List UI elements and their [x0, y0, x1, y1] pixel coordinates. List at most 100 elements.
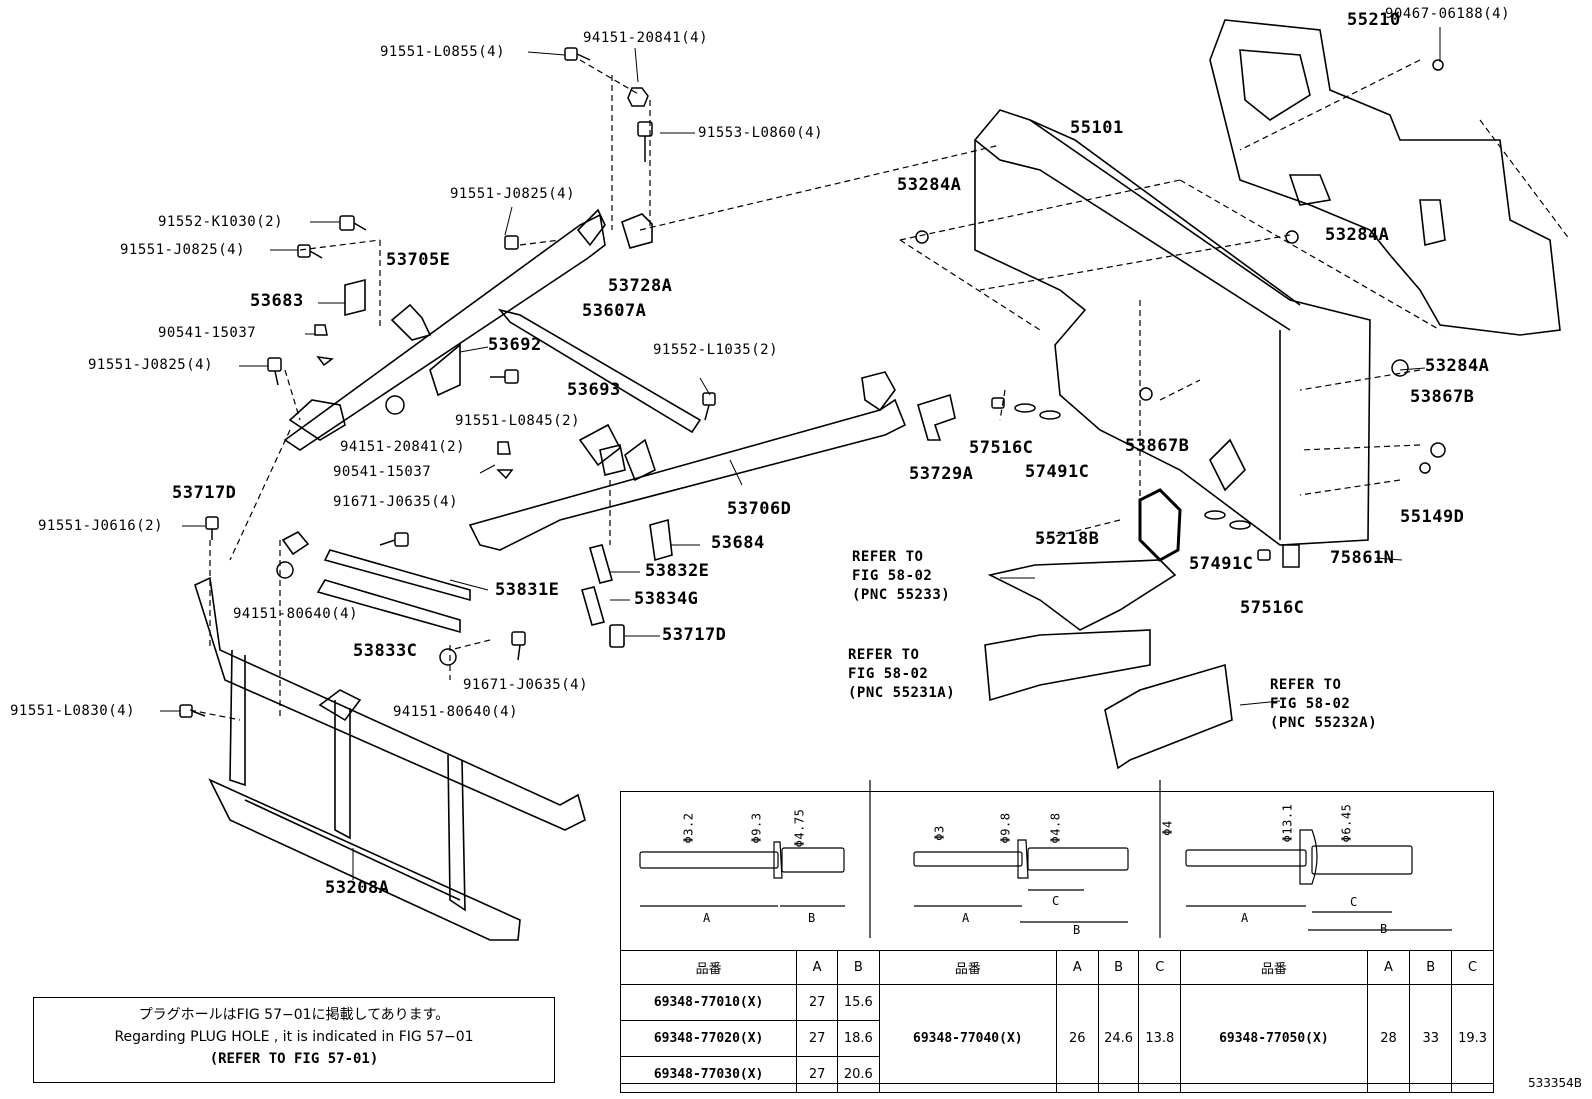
g2-c: 13.8: [1138, 984, 1182, 1093]
label-53831E[interactable]: 53831E: [495, 580, 560, 600]
note-line-refer: (REFER TO FIG 57-01): [209, 1051, 379, 1067]
grommet-55218B: [1138, 488, 1182, 562]
g2-a: 26: [1055, 984, 1099, 1093]
label-53607A[interactable]: 53607A: [582, 301, 647, 321]
label-53867B-a[interactable]: 53867B: [1410, 387, 1475, 407]
g1-row2-part: 69348-77020(X): [619, 1020, 798, 1057]
label-53833C[interactable]: 53833C: [353, 641, 418, 661]
label-53832E[interactable]: 53832E: [645, 561, 710, 581]
label-53284A-c[interactable]: 53284A: [1425, 356, 1490, 376]
label-57516C-a[interactable]: 57516C: [969, 438, 1034, 458]
label-91551-J0825-b[interactable]: 91551-J0825(4): [120, 242, 246, 258]
label-91551-L0845[interactable]: 91551-L0845(2): [455, 413, 581, 429]
g3-part: 69348-77050(X): [1180, 984, 1368, 1093]
label-53717D-a[interactable]: 53717D: [172, 483, 237, 503]
label-53284A-a[interactable]: 53284A: [897, 175, 962, 195]
label-53705E[interactable]: 53705E: [386, 250, 451, 270]
g1-row2-a: 27: [796, 1020, 838, 1057]
label-57491C-b[interactable]: 57491C: [1189, 554, 1254, 574]
bracket-53683: [344, 278, 366, 317]
label-55149D[interactable]: 55149D: [1400, 507, 1465, 527]
label-leaders: [160, 27, 1441, 880]
hdr-part-3: 品番: [1180, 950, 1368, 985]
dash-panel-55101: [974, 109, 1371, 546]
member-53706D: [468, 371, 907, 551]
rivet-table: 品番 A B 品番 A B C 品番 A B C 69348-77010(X) …: [619, 791, 1494, 1093]
label-91551-J0825-c[interactable]: 91551-J0825(4): [88, 357, 214, 373]
rivet2-c: C: [1052, 894, 1060, 908]
leader-lines: [189, 59, 1571, 721]
label-53867B-b[interactable]: 53867B: [1125, 436, 1190, 456]
label-91553-L0860[interactable]: 91553-L0860(4): [698, 125, 824, 141]
note-line-en: Regarding PLUG HOLE , it is indicated in…: [114, 1029, 474, 1045]
bracket-53692: [429, 343, 461, 397]
label-53706D[interactable]: 53706D: [727, 499, 792, 519]
label-53684[interactable]: 53684: [711, 533, 765, 553]
strip-53831E: [323, 549, 471, 602]
label-91552-L1035[interactable]: 91552-L1035(2): [653, 342, 779, 358]
illustration-code: 533354B: [1527, 1076, 1582, 1090]
label-90541-15037-a[interactable]: 90541-15037: [158, 325, 257, 341]
label-53683[interactable]: 53683: [250, 291, 304, 311]
label-53729A[interactable]: 53729A: [909, 464, 974, 484]
label-94151-20841-b[interactable]: 94151-20841(2): [340, 439, 466, 455]
label-94151-80640-a[interactable]: 94151-80640(4): [233, 606, 359, 622]
rivet2-b: B: [1073, 923, 1081, 937]
label-55101[interactable]: 55101: [1070, 118, 1124, 138]
label-55218B[interactable]: 55218B: [1035, 529, 1100, 549]
label-91551-L0855[interactable]: 91551-L0855(4): [380, 44, 506, 60]
rivet3-b: B: [1380, 922, 1388, 936]
cover-55231A: [984, 629, 1151, 702]
g1-row3-b: 20.6: [836, 1056, 880, 1093]
g2-part: 69348-77040(X): [878, 984, 1057, 1093]
label-57491C-a[interactable]: 57491C: [1025, 462, 1090, 482]
label-53208A[interactable]: 53208A: [325, 878, 390, 898]
label-90541-15037-b[interactable]: 90541-15037: [333, 464, 432, 480]
rivet3-c: C: [1350, 895, 1358, 909]
plug-hole-note: プラグホールはFIG 57−01に掲載してあります。 Regarding PLU…: [33, 997, 555, 1083]
note-line-jp: プラグホールはFIG 57−01に掲載してあります。: [138, 1007, 450, 1023]
label-91551-J0616[interactable]: 91551-J0616(2): [38, 518, 164, 534]
label-90467-06188[interactable]: 90467-06188(4): [1385, 6, 1511, 22]
g1-row2-b: 18.6: [836, 1020, 880, 1057]
hdr-a-1: A: [796, 950, 838, 985]
fasteners: [179, 47, 1446, 718]
hdr-a-2: A: [1055, 950, 1099, 985]
label-53284A-b[interactable]: 53284A: [1325, 225, 1390, 245]
rivet1-a: A: [703, 911, 711, 925]
bracket-53729A: [917, 393, 956, 441]
strip-53833C: [316, 579, 461, 634]
label-53692[interactable]: 53692: [488, 335, 542, 355]
g1-row1-part: 69348-77010(X): [619, 984, 798, 1021]
refer-note-55232A: REFER TO FIG 58-02 (PNC 55232A): [1270, 677, 1378, 731]
label-53693[interactable]: 53693: [567, 380, 621, 400]
label-53834G[interactable]: 53834G: [634, 589, 699, 609]
g1-row3-part: 69348-77030(X): [619, 1056, 798, 1093]
label-75861N[interactable]: 75861N: [1330, 548, 1395, 568]
label-94151-20841[interactable]: 94151-20841(4): [583, 30, 709, 46]
rivet3-a: A: [1241, 911, 1249, 925]
hdr-b-2: B: [1097, 950, 1140, 985]
label-55210[interactable]: 55210: [1347, 10, 1401, 30]
hdr-a-3: A: [1366, 950, 1411, 985]
label-91551-L0830[interactable]: 91551-L0830(4): [10, 703, 136, 719]
bracket-53684: [649, 518, 673, 562]
label-94151-80640-b[interactable]: 94151-80640(4): [393, 704, 519, 720]
insulator-55210: [1209, 19, 1561, 336]
spacer-53717D-b: [609, 624, 625, 648]
bracket-53693: [578, 423, 622, 467]
label-53717D-b[interactable]: 53717D: [662, 625, 727, 645]
label-91551-J0825-a[interactable]: 91551-J0825(4): [450, 186, 576, 202]
label-91552-K1030[interactable]: 91552-K1030(2): [158, 214, 284, 230]
rivet2-a: A: [962, 911, 970, 925]
brace-53607A: [497, 308, 702, 434]
label-53728A[interactable]: 53728A: [608, 276, 673, 296]
radiator-support-53208A: [194, 576, 586, 941]
label-57516C-b[interactable]: 57516C: [1240, 598, 1305, 618]
bracket-53717D-a: [281, 530, 310, 556]
refer-note-55233: REFER TO FIG 58-02 (PNC 55233): [852, 549, 951, 603]
label-91671-J0635-b[interactable]: 91671-J0635(4): [463, 677, 589, 693]
label-91671-J0635-a[interactable]: 91671-J0635(4): [333, 494, 459, 510]
spacer-53834G: [581, 586, 605, 626]
